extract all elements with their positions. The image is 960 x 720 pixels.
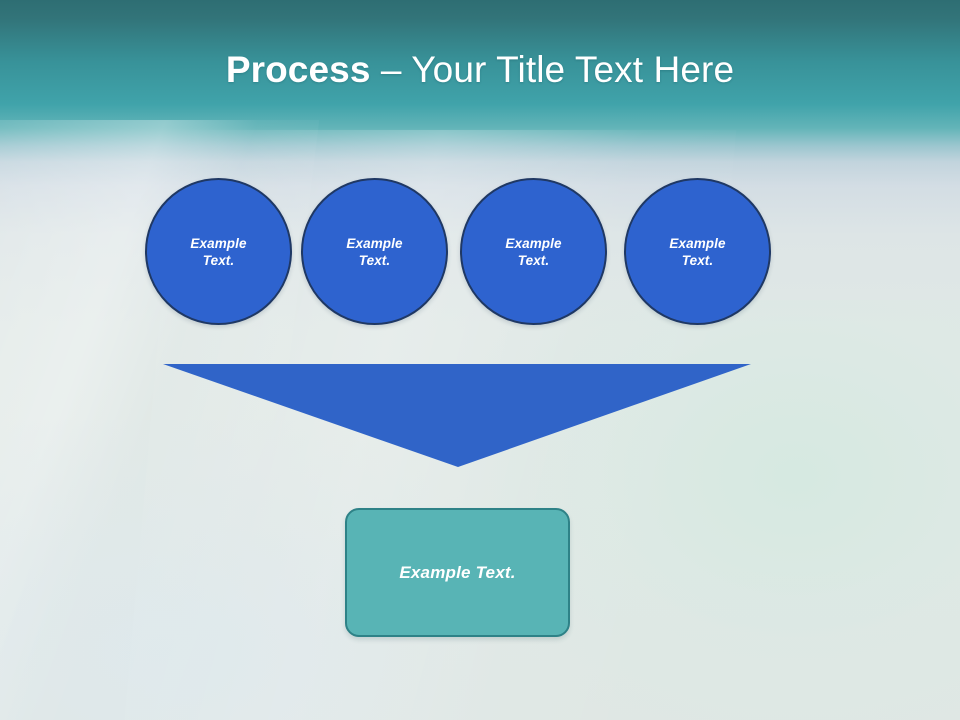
process-step-label-1: Example Text. (190, 235, 247, 268)
process-step-circle-3[interactable]: Example Text. (460, 178, 607, 325)
process-step-label-2: Example Text. (346, 235, 403, 268)
result-box[interactable]: Example Text. (345, 508, 570, 637)
process-step-circle-1[interactable]: Example Text. (145, 178, 292, 325)
process-step-label-4: Example Text. (669, 235, 726, 268)
slide-title-emphasis: Process (225, 49, 371, 90)
slide-title: Process – Your Title Text Here (0, 48, 960, 92)
process-step-circle-4[interactable]: Example Text. (624, 178, 771, 325)
process-step-label-3: Example Text. (505, 235, 562, 268)
down-triangle-arrow-icon (163, 364, 751, 467)
result-box-label: Example Text. (399, 562, 516, 582)
slide-title-rest: – Your Title Text Here (370, 49, 735, 90)
process-step-circle-2[interactable]: Example Text. (301, 178, 448, 325)
